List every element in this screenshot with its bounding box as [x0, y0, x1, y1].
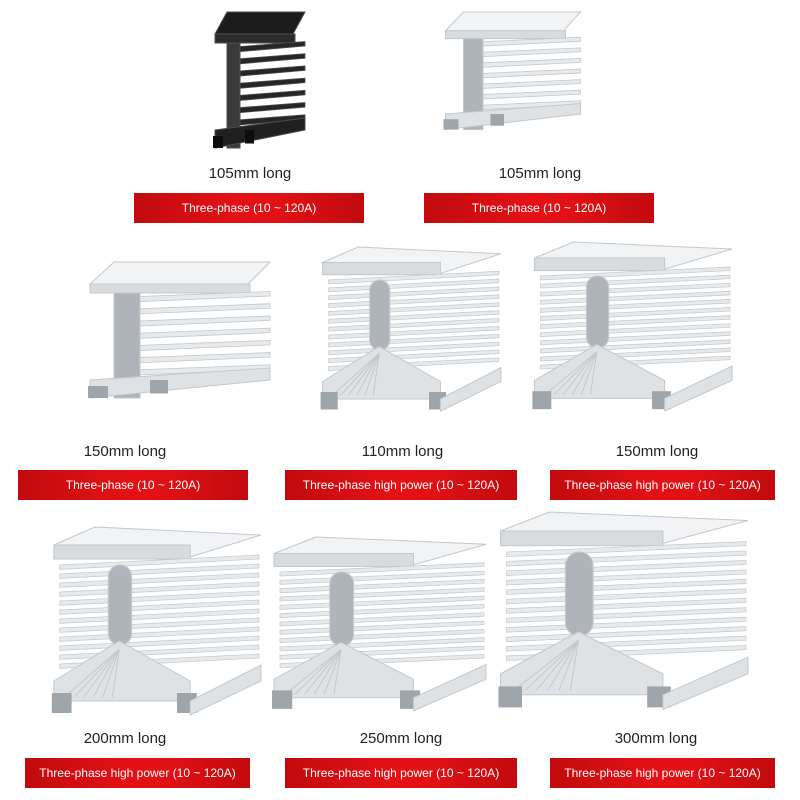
product-type-tag: Three-phase (10 ~ 120A)	[134, 193, 364, 223]
product-type-tag: Three-phase high power (10 ~ 120A)	[285, 470, 517, 500]
product-length-label: 250mm long	[359, 730, 443, 747]
product-length-label: 110mm long	[361, 443, 444, 460]
product-card-6: 200mm long Three-phase high power (10 ~ …	[25, 520, 265, 795]
heatsink-high-power-150mm-image	[532, 241, 733, 412]
product-length-label: 105mm long	[208, 165, 292, 182]
product-type-tag: Three-phase high power (10 ~ 120A)	[25, 758, 250, 788]
heatsink-high-power-250mm-image	[272, 536, 487, 712]
product-card-4: 110mm long Three-phase high power (10 ~ …	[285, 240, 520, 505]
heatsink-silver-150mm-image	[88, 261, 272, 399]
product-length-label: 105mm long	[498, 165, 582, 182]
product-card-5: 150mm long Three-phase high power (10 ~ …	[532, 240, 783, 505]
product-card-7: 250mm long Three-phase high power (10 ~ …	[272, 520, 525, 795]
product-type-tag: Three-phase high power (10 ~ 120A)	[285, 758, 517, 788]
heatsink-silver-105mm-image	[443, 11, 582, 131]
product-length-label: 200mm long	[83, 730, 167, 747]
heatsink-black-105mm-image	[213, 11, 306, 149]
product-length-label: 300mm long	[614, 730, 698, 747]
product-card-1: 105mm long Three-phase (10 ~ 120A)	[130, 10, 370, 225]
product-card-3: 150mm long Three-phase (10 ~ 120A)	[15, 255, 272, 505]
product-length-label: 150mm long	[83, 443, 167, 460]
heatsink-high-power-110mm-image	[320, 246, 502, 413]
product-length-label: 150mm long	[615, 443, 699, 460]
heatsink-high-power-200mm-image	[51, 526, 262, 716]
heatsink-high-power-300mm-image	[498, 511, 749, 711]
product-type-tag: Three-phase high power (10 ~ 120A)	[550, 758, 775, 788]
product-type-tag: Three-phase high power (10 ~ 120A)	[550, 470, 775, 500]
product-type-tag: Three-phase (10 ~ 120A)	[424, 193, 654, 223]
product-card-2: 105mm long Three-phase (10 ~ 120A)	[420, 10, 660, 225]
product-type-tag: Three-phase (10 ~ 120A)	[18, 470, 248, 500]
product-card-8: 300mm long Three-phase high power (10 ~ …	[498, 505, 788, 795]
